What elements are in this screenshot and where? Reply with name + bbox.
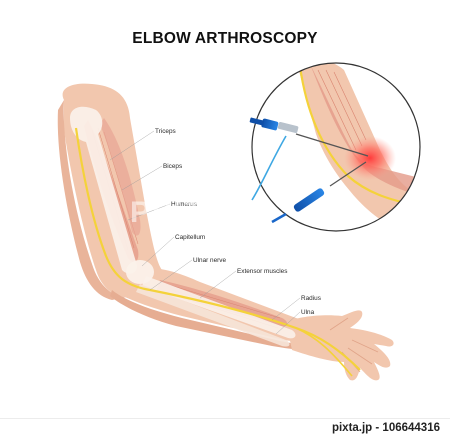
label-biceps: Biceps [163,163,183,170]
stock-id: pixta.jp - 106644316 [331,422,440,434]
shaver-instrument [271,161,367,224]
label-extensor-muscles: Extensor muscles [237,268,288,275]
radius-ulna-bones [136,276,296,347]
page-title: ELBOW ARTHROSCOPY [132,30,318,47]
watermark: PIXTA [130,196,227,229]
label-humerus: Humerus [171,201,197,208]
hand [286,310,394,381]
label-triceps: Triceps [155,128,176,135]
arthroscopy-inset [251,62,421,232]
inflammation-highlight [344,136,396,180]
footer-bar: pixta.jp - 106644316 [0,418,450,439]
label-radius: Radius [301,295,321,302]
leader-lines [109,130,301,335]
humerus-bone [70,106,137,274]
label-ulnar-nerve: Ulnar nerve [193,257,227,264]
arthroscope-instrument [249,117,369,201]
label-capitellum: Capitellum [175,234,206,241]
biceps-muscle [100,118,141,236]
label-ulna: Ulna [301,309,315,316]
